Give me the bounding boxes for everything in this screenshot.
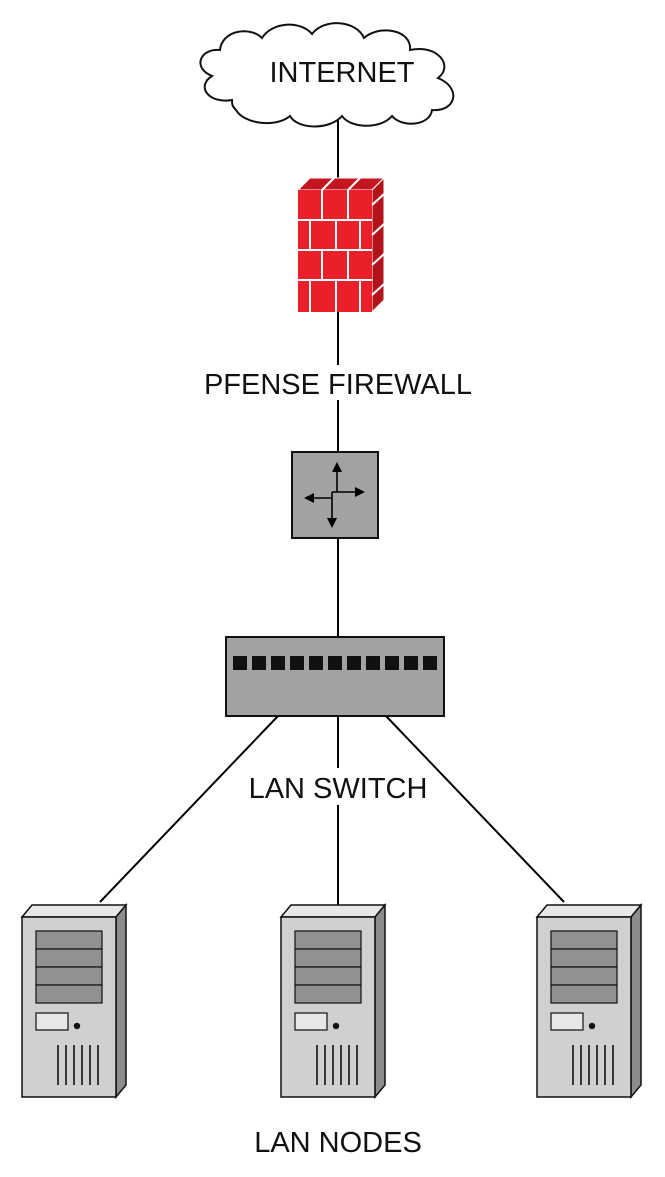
link-switch-node-left [99,715,279,903]
link-switch-node-right [385,715,565,903]
nodes-label: LAN NODES [254,1127,422,1159]
internet-label: INTERNET [270,57,415,89]
server-tower-icon [20,902,128,1100]
network-switch-icon [225,636,445,717]
router-arrows-icon [291,451,379,539]
server-tower-icon [535,902,643,1100]
firewall-label: PFENSE FIREWALL [204,369,472,401]
cloud-icon [199,22,455,128]
brick-firewall-icon [296,176,386,314]
connections [99,112,565,905]
server-tower-icon [279,902,387,1100]
switch-label: LAN SWITCH [249,773,428,805]
